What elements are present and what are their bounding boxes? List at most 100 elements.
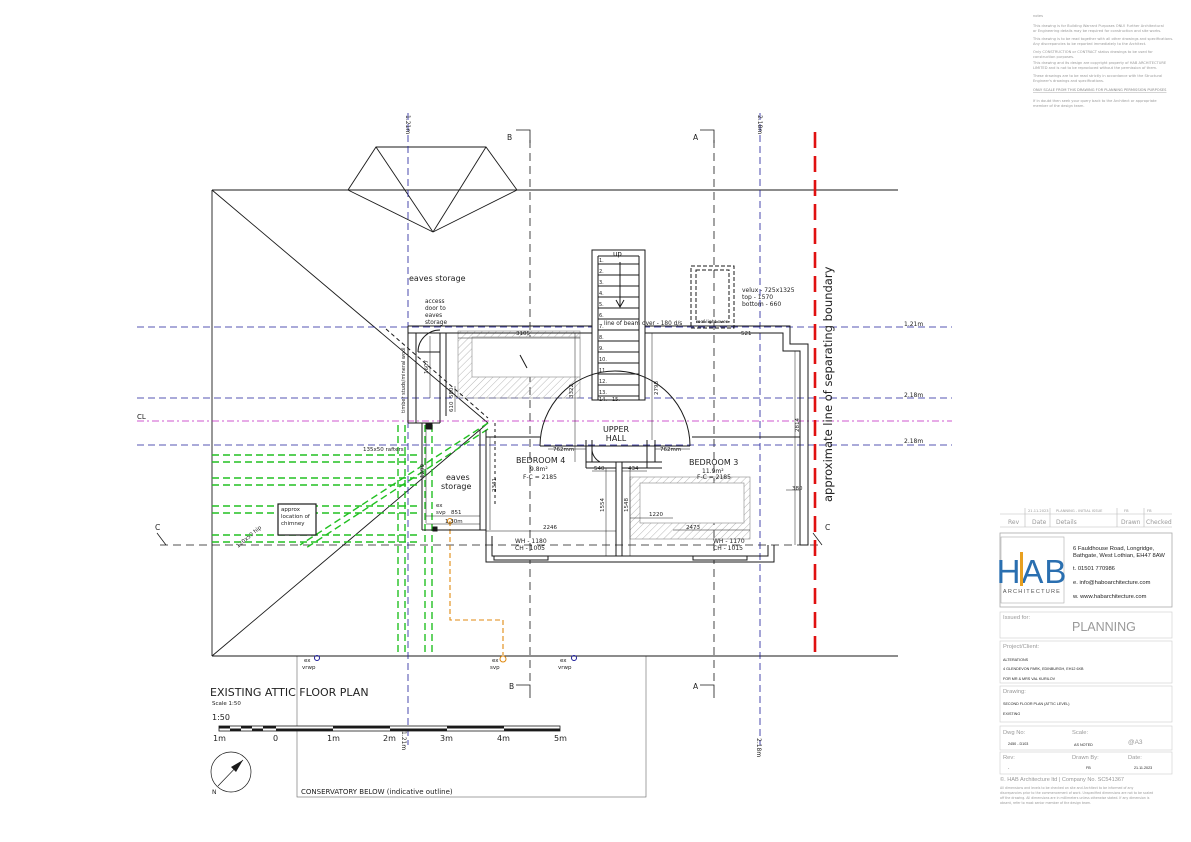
svp-route xyxy=(449,521,504,655)
note-line: Engineer's drawings and specifications. xyxy=(1033,79,1104,83)
stair-up-label: up xyxy=(613,250,622,258)
plan-title: EXISTING ATTIC FLOOR PLAN xyxy=(210,686,369,699)
attic-floor-plan: CONSERVATORY BELOW (indicative outline) … xyxy=(137,113,952,798)
bedroom-3-name: BEDROOM 3 xyxy=(689,458,738,467)
chimney-label: location of xyxy=(281,514,311,520)
stair-step: 12. xyxy=(599,379,607,385)
issued-for-label: Issued for: xyxy=(1003,615,1030,621)
drawn-by-label: Drawn By: xyxy=(1072,755,1099,761)
dimension: 434 xyxy=(628,466,639,472)
rafters-label: 135x50 rafters xyxy=(363,447,404,453)
footer-note: discrepancies prior to the commencement … xyxy=(1000,791,1153,795)
note-line: This drawing is to be read together with… xyxy=(1032,37,1173,41)
roof-outline xyxy=(211,146,898,657)
issued-for-value: PLANNING xyxy=(1072,620,1136,634)
bedroom-3-area: 11.9m² xyxy=(702,468,724,475)
company-phone: t. 01501 770986 xyxy=(1073,566,1115,572)
dwg-no-value: 2450 - D103 xyxy=(1008,742,1028,746)
dimension: 762mm xyxy=(553,447,574,453)
scale-label: Scale: xyxy=(1072,730,1089,736)
footer-note: All dimensions and levels to be checked … xyxy=(1000,786,1134,790)
access-door-label: storage xyxy=(425,320,447,326)
stair-step: 5. xyxy=(599,302,604,308)
note-line: This drawing and its design are copyrigh… xyxy=(1032,61,1167,65)
dimension: 1607 xyxy=(424,360,430,374)
bedroom-3-fc: F-C = 2185 xyxy=(697,474,731,481)
scale-warning: ONLY SCALE FROM THIS DRAWING FOR PLANNIN… xyxy=(1033,88,1167,92)
stair-step: 14. xyxy=(599,397,607,403)
stair-step: 8. xyxy=(599,335,604,341)
revision-date: 21.11.2023 xyxy=(1028,509,1049,513)
drawing-line: SECOND FLOOR PLAN (ATTIC LEVEL) xyxy=(1003,702,1070,706)
access-door-label: access xyxy=(425,299,445,305)
plan-scale-note: Scale 1:50 xyxy=(212,701,241,707)
note-line: construction purposes. xyxy=(1033,55,1074,59)
details-header: Details xyxy=(1056,519,1077,526)
chimney xyxy=(277,503,317,536)
section-a-marker: A xyxy=(693,682,699,691)
svg-text:N: N xyxy=(212,789,217,796)
notes-panel: notes This drawing is for Building Warra… xyxy=(1032,14,1173,108)
dimension: 3105 xyxy=(516,331,530,337)
scale-ticks: 1m 0 1m 2m 3m 4m 5m xyxy=(213,734,567,743)
scale-tick: 3m xyxy=(440,734,453,743)
chimney-label: approx xyxy=(281,507,301,513)
access-door-label: door to xyxy=(425,306,446,312)
logo-accent-bar xyxy=(1020,552,1023,586)
note-line: or Engineering details may be required f… xyxy=(1033,29,1161,33)
dimension: 1290 xyxy=(420,464,426,478)
company-address-line: Bathgate, West Lothian, EH47 8AW xyxy=(1073,553,1165,559)
upper-hall-label: HALL xyxy=(606,434,627,443)
dimension: 2473 xyxy=(686,525,700,531)
scale-tick: 4m xyxy=(497,734,510,743)
dimension: 851 xyxy=(451,510,462,516)
roof-light-label: roof light over xyxy=(696,319,728,325)
ex-svp-label: ex xyxy=(492,658,499,664)
ex-svp-inside-label: svp xyxy=(436,510,446,516)
svp-top xyxy=(447,518,453,524)
checked-header: Checked xyxy=(1146,519,1172,526)
rev-label: Rev: xyxy=(1003,755,1015,761)
company-address-line: 6 Fauldhouse Road, Longridge, xyxy=(1073,546,1155,552)
stair-step: 9. xyxy=(599,346,604,352)
footer-note: absent, refer to most senior member of t… xyxy=(1000,801,1091,805)
date-value: 21.11.2023 xyxy=(1134,766,1152,770)
company-email: e. info@haboarchitecture.com xyxy=(1073,580,1151,586)
stair-step: 11. xyxy=(599,368,607,374)
note-line: Only CONSTRUCTION or CONTRACT status dra… xyxy=(1033,50,1153,54)
stair-step: 3. xyxy=(599,280,604,286)
project-line: 4 GLENDEVON PARK, EDINBURGH, EH12 6XB xyxy=(1003,667,1084,671)
dimension: 610 xyxy=(449,401,455,412)
velux-label: top - 1570 xyxy=(742,294,773,301)
stair-step-numbers: 1. 2. 3. 4. 5. 6. 7. 8. 9. 10. 11. 12. 1… xyxy=(599,258,620,403)
note-line: These drawings are to be read strictly i… xyxy=(1032,74,1162,78)
stair-step: 2. xyxy=(599,269,604,275)
footer-note: off the drawing. All dimensions are in m… xyxy=(1000,796,1150,800)
bedroom-4-fc: F-C = 2185 xyxy=(523,474,557,481)
bedroom-4-area: 9.8m² xyxy=(530,466,548,473)
revision-table: 21.11.2023 PLANNING - INITIAL ISSUE FB F… xyxy=(1000,508,1172,528)
section-b-marker: B xyxy=(509,682,514,691)
dimension: 1.30m xyxy=(445,519,463,525)
dimension: 540 xyxy=(594,466,605,472)
logo-subtitle: ARCHITECTURE xyxy=(1003,589,1061,595)
company-web: w. www.habarchitecture.com xyxy=(1072,594,1147,600)
chimney-label: chimney xyxy=(281,521,305,527)
stair-step: 13. xyxy=(599,390,607,396)
dimension: 580 xyxy=(449,387,455,398)
section-a-marker: A xyxy=(693,133,699,142)
drawn-by-value: FB xyxy=(1086,766,1091,770)
section-lines xyxy=(160,140,822,685)
eaves-storage-label: eaves xyxy=(446,473,470,482)
dimension: 2246 xyxy=(543,525,557,531)
upper-hall-label: UPPER xyxy=(603,425,630,434)
note-line: member of the design team. xyxy=(1033,104,1085,108)
logo-letters: HAB xyxy=(997,553,1068,590)
drawing-line: EXISTING xyxy=(1003,712,1020,716)
hip-label: 120x50 hip xyxy=(235,525,263,550)
svp-outlet xyxy=(499,655,507,663)
drawing-label: Drawing: xyxy=(1003,689,1026,695)
dimension: 1548 xyxy=(624,498,630,512)
bedroom-3-wh: WH - 1170 xyxy=(713,538,745,545)
